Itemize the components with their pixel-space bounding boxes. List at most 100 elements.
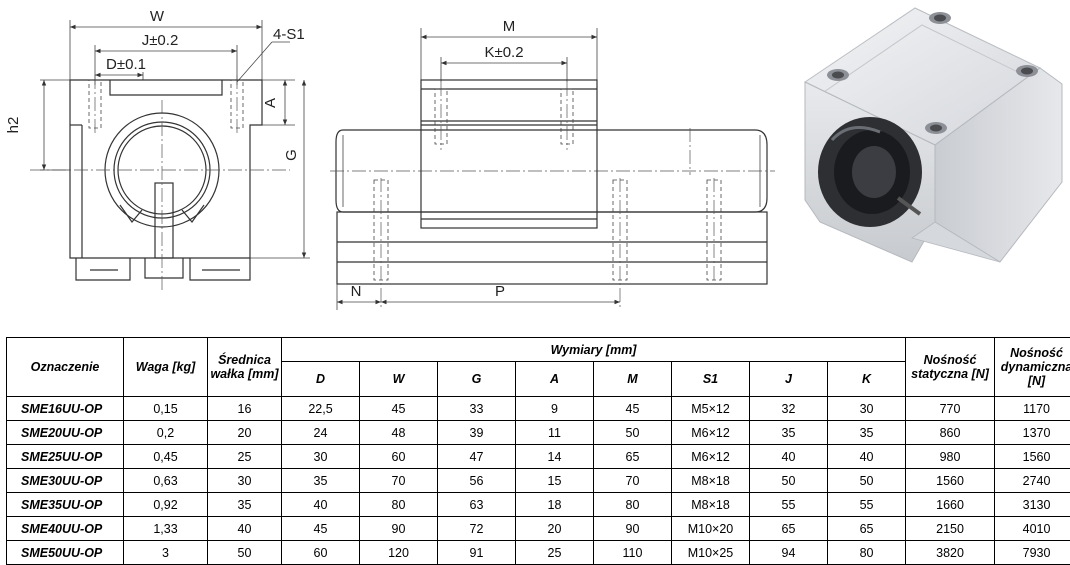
table-cell: 80 bbox=[360, 493, 438, 517]
table-cell: 65 bbox=[750, 517, 828, 541]
table-cell: 0,2 bbox=[124, 421, 208, 445]
table-cell: 48 bbox=[360, 421, 438, 445]
header-dim-G: G bbox=[438, 362, 516, 397]
product-code-cell: SME30UU-OP bbox=[7, 469, 124, 493]
table-cell: 35 bbox=[208, 493, 282, 517]
table-cell: 91 bbox=[438, 541, 516, 565]
product-code-cell: SME35UU-OP bbox=[7, 493, 124, 517]
table-cell: 0,15 bbox=[124, 397, 208, 421]
product-code-cell: SME25UU-OP bbox=[7, 445, 124, 469]
table-cell: 35 bbox=[828, 421, 906, 445]
header-dim-A: A bbox=[516, 362, 594, 397]
header-shaft-diameter: Średnica wałka [mm] bbox=[208, 338, 282, 397]
label-K: K±0.2 bbox=[484, 44, 523, 61]
label-J: J±0.2 bbox=[142, 32, 179, 49]
label-A: A bbox=[262, 98, 279, 108]
label-N: N bbox=[351, 283, 362, 300]
table-cell: 55 bbox=[828, 493, 906, 517]
table-cell: 2740 bbox=[995, 469, 1070, 493]
label-W: W bbox=[150, 8, 165, 25]
product-code-cell: SME20UU-OP bbox=[7, 421, 124, 445]
table-cell: 22,5 bbox=[282, 397, 360, 421]
table-cell: 11 bbox=[516, 421, 594, 445]
table-cell: 50 bbox=[750, 469, 828, 493]
technical-drawings: W J±0.2 D±0.1 4-S1 bbox=[0, 0, 1070, 330]
header-weight: Waga [kg] bbox=[124, 338, 208, 397]
table-cell: 3820 bbox=[906, 541, 995, 565]
table-cell: 32 bbox=[750, 397, 828, 421]
label-P: P bbox=[495, 283, 505, 300]
product-code-cell: SME50UU-OP bbox=[7, 541, 124, 565]
header-dim-M: M bbox=[594, 362, 672, 397]
table-cell: 50 bbox=[828, 469, 906, 493]
table-cell: 70 bbox=[594, 469, 672, 493]
table-cell: 30 bbox=[828, 397, 906, 421]
table-cell: 16 bbox=[208, 397, 282, 421]
front-view: W J±0.2 D±0.1 4-S1 bbox=[5, 8, 310, 290]
table-cell: 1660 bbox=[906, 493, 995, 517]
table-cell: 45 bbox=[594, 397, 672, 421]
header-dim-J: J bbox=[750, 362, 828, 397]
table-cell: 63 bbox=[438, 493, 516, 517]
table-cell: 20 bbox=[208, 421, 282, 445]
table-cell: 65 bbox=[594, 445, 672, 469]
specification-table: Oznaczenie Waga [kg] Średnica wałka [mm]… bbox=[6, 337, 1070, 565]
header-dim-S1: S1 bbox=[672, 362, 750, 397]
table-cell: 56 bbox=[438, 469, 516, 493]
table-cell: 70 bbox=[360, 469, 438, 493]
table-cell: 80 bbox=[828, 541, 906, 565]
table-cell: 15 bbox=[516, 469, 594, 493]
table-cell: 60 bbox=[282, 541, 360, 565]
header-designation: Oznaczenie bbox=[7, 338, 124, 397]
table-cell: 45 bbox=[360, 397, 438, 421]
label-D: D±0.1 bbox=[106, 56, 146, 73]
table-cell: 30 bbox=[208, 469, 282, 493]
table-cell: 2150 bbox=[906, 517, 995, 541]
table-cell: M6×12 bbox=[672, 421, 750, 445]
table-cell: M10×25 bbox=[672, 541, 750, 565]
table-cell: 90 bbox=[594, 517, 672, 541]
table-cell: 90 bbox=[360, 517, 438, 541]
table-cell: 40 bbox=[750, 445, 828, 469]
table-cell: 25 bbox=[208, 445, 282, 469]
table-cell: 72 bbox=[438, 517, 516, 541]
table-cell: 770 bbox=[906, 397, 995, 421]
table-cell: 55 bbox=[750, 493, 828, 517]
table-cell: 980 bbox=[906, 445, 995, 469]
table-cell: 40 bbox=[208, 517, 282, 541]
table-cell: 0,63 bbox=[124, 469, 208, 493]
table-cell: 18 bbox=[516, 493, 594, 517]
header-dimensions: Wymiary [mm] bbox=[282, 338, 906, 362]
header-dim-K: K bbox=[828, 362, 906, 397]
table-cell: 0,45 bbox=[124, 445, 208, 469]
table-cell: 35 bbox=[282, 469, 360, 493]
table-cell: 65 bbox=[828, 517, 906, 541]
drawing-svg: W J±0.2 D±0.1 4-S1 bbox=[0, 0, 1070, 330]
table-cell: 120 bbox=[360, 541, 438, 565]
table-cell: 33 bbox=[438, 397, 516, 421]
table-cell: 4010 bbox=[995, 517, 1070, 541]
product-code-cell: SME40UU-OP bbox=[7, 517, 124, 541]
table-cell: 40 bbox=[828, 445, 906, 469]
table-cell: 14 bbox=[516, 445, 594, 469]
table-cell: 0,92 bbox=[124, 493, 208, 517]
table-cell: 110 bbox=[594, 541, 672, 565]
table-cell: 7930 bbox=[995, 541, 1070, 565]
header-static-load: Nośność statyczna [N] bbox=[906, 338, 995, 397]
table-cell: 1560 bbox=[906, 469, 995, 493]
header-dynamic-load: Nośność dynamiczna [N] bbox=[995, 338, 1070, 397]
table-cell: 47 bbox=[438, 445, 516, 469]
table-cell: 1370 bbox=[995, 421, 1070, 445]
table-cell: 20 bbox=[516, 517, 594, 541]
table-cell: M8×18 bbox=[672, 493, 750, 517]
header-dim-W: W bbox=[360, 362, 438, 397]
table-cell: 94 bbox=[750, 541, 828, 565]
table-cell: M10×20 bbox=[672, 517, 750, 541]
